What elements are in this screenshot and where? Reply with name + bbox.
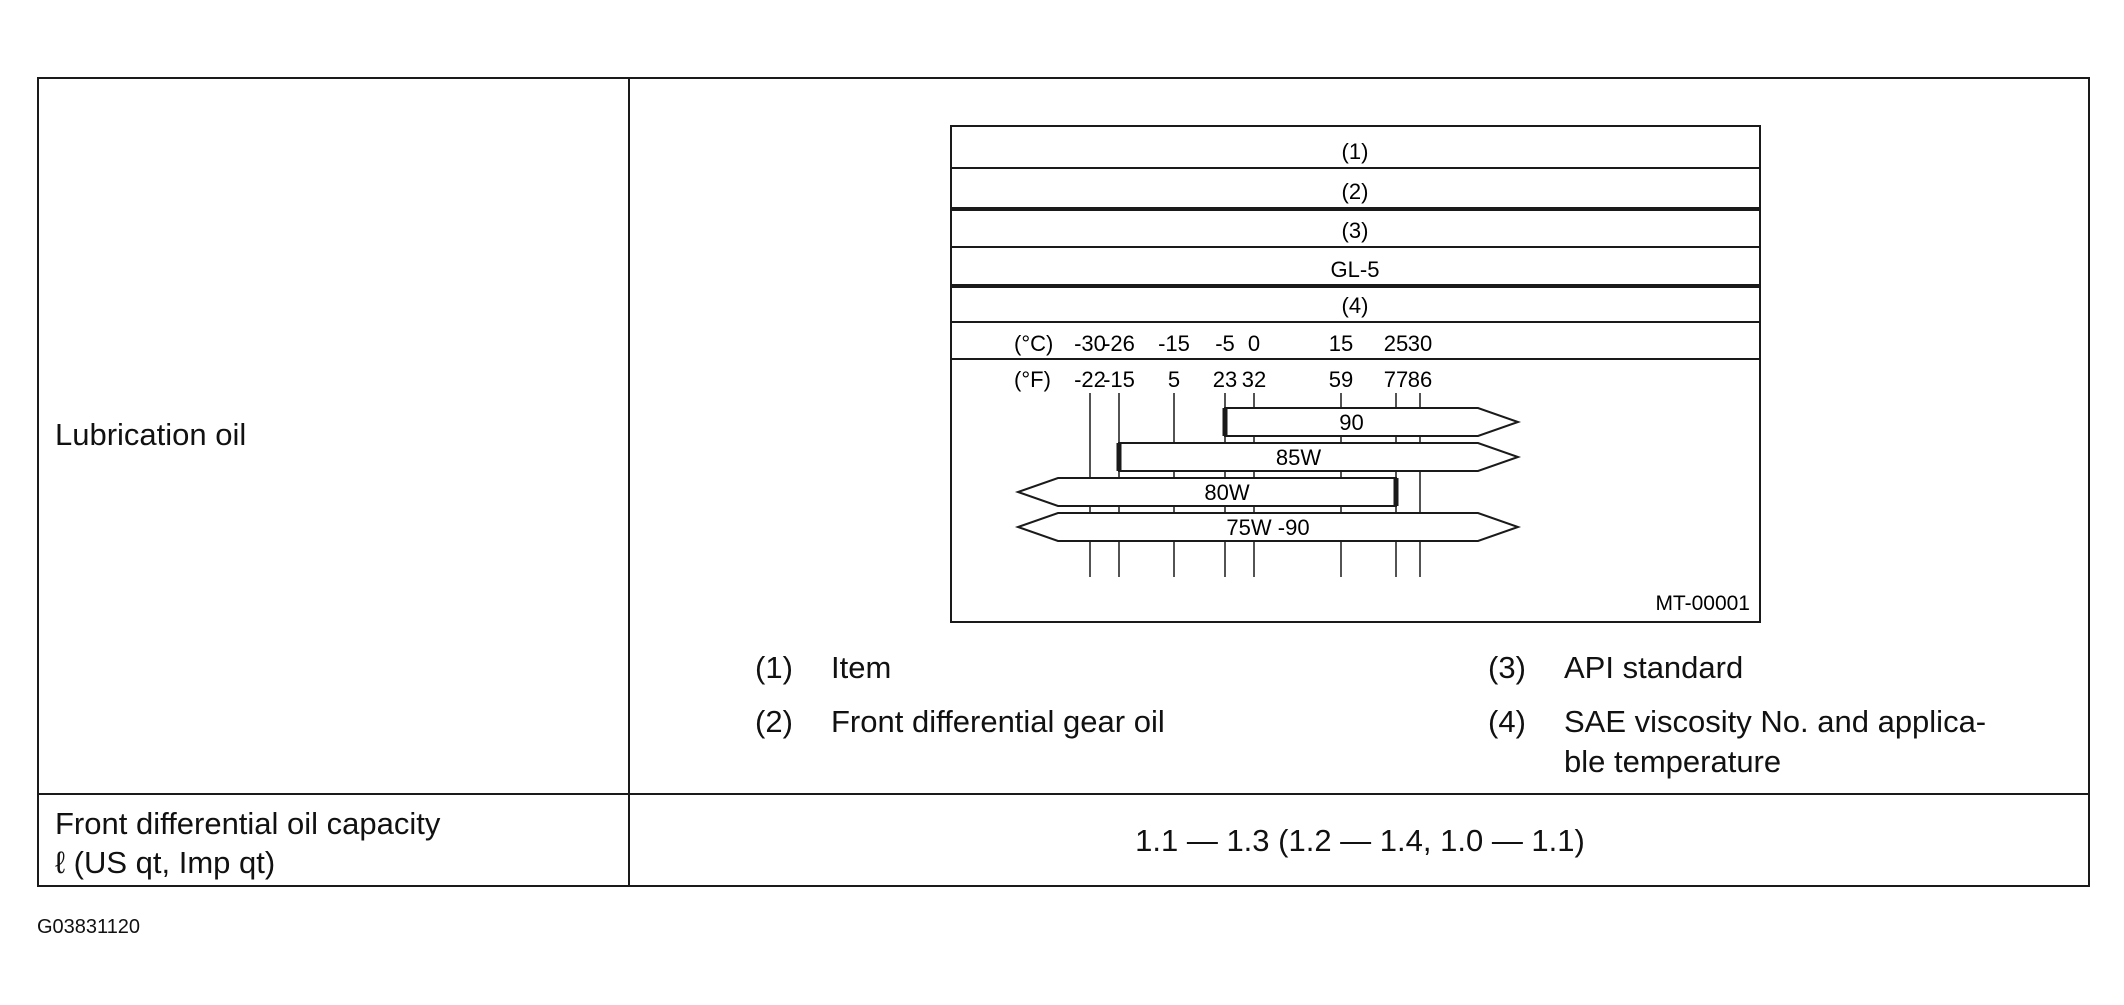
legend-number: (2) bbox=[755, 704, 793, 739]
column-divider bbox=[628, 79, 630, 885]
capacity-label-line2: ℓ (US qt, Imp qt) bbox=[55, 845, 276, 880]
footer-code: G03831120 bbox=[37, 916, 141, 938]
capacity-label-line1: Front differential oil capacity bbox=[55, 806, 441, 841]
celsius-tick-label: 0 bbox=[1248, 331, 1260, 356]
row-divider bbox=[39, 793, 2088, 795]
legend-number: (1) bbox=[755, 650, 793, 685]
celsius-tick-label: 15 bbox=[1329, 331, 1353, 356]
grade-label: 75W -90 bbox=[1226, 515, 1309, 540]
fahrenheit-unit: (°F) bbox=[1014, 367, 1051, 392]
capacity-label: Front differential oil capacity ℓ (US qt… bbox=[55, 804, 440, 882]
celsius-tick-label: -5 bbox=[1215, 331, 1235, 356]
capacity-value: 1.1 — 1.3 (1.2 — 1.4, 1.0 — 1.1) bbox=[1135, 823, 1585, 858]
celsius-tick-label: -30 bbox=[1074, 331, 1106, 356]
grade-label: 85W bbox=[1276, 445, 1321, 470]
spec-table: Lubrication oil Front differential oil c… bbox=[37, 77, 2090, 887]
lubrication-oil-label: Lubrication oil bbox=[55, 417, 247, 452]
celsius-tick-label: -15 bbox=[1158, 331, 1190, 356]
grade-label: 80W bbox=[1204, 480, 1249, 505]
grade-label: 90 bbox=[1339, 410, 1363, 435]
legend-text: Item bbox=[831, 650, 892, 685]
legend-text-line2: ble temperature bbox=[1564, 744, 1782, 779]
fahrenheit-tick-label: -15 bbox=[1103, 367, 1135, 392]
row-api-value: GL-5 bbox=[1331, 257, 1380, 282]
viscosity-grade-bars: 90 85W 80W 75W -90 bbox=[1014, 407, 1522, 542]
fahrenheit-tick-label: -22 bbox=[1074, 367, 1106, 392]
celsius-tick-label: -26 bbox=[1103, 331, 1135, 356]
legend-number: (4) bbox=[1488, 704, 1526, 739]
viscosity-chart: (1) (2) (3) GL-5 (4) (°C) (°F) -30 -22 -26… bbox=[950, 125, 1761, 623]
grade-bar bbox=[1224, 407, 1522, 437]
grade-bar bbox=[1014, 512, 1522, 542]
row-gear-oil-label: (2) bbox=[1342, 179, 1369, 204]
fahrenheit-tick-label: 23 bbox=[1213, 367, 1237, 392]
legend-text: API standard bbox=[1564, 650, 1744, 685]
legend-text: Front differential gear oil bbox=[831, 704, 1165, 739]
grade-bar bbox=[1014, 477, 1397, 507]
celsius-tick-label: 30 bbox=[1408, 331, 1432, 356]
figure-code: MT-00001 bbox=[1655, 592, 1750, 615]
row-api-label: (3) bbox=[1342, 218, 1369, 243]
fahrenheit-tick-label: 86 bbox=[1408, 367, 1432, 392]
celsius-tick-label: 25 bbox=[1384, 331, 1408, 356]
row-sae-label: (4) bbox=[1342, 293, 1369, 318]
legend-number: (3) bbox=[1488, 650, 1526, 685]
chart-frame bbox=[950, 125, 1761, 623]
celsius-unit: (°C) bbox=[1014, 331, 1053, 356]
fahrenheit-tick-label: 77 bbox=[1384, 367, 1408, 392]
row-item-label: (1) bbox=[1342, 139, 1369, 164]
legend-text-line1: SAE viscosity No. and applica- bbox=[1564, 704, 1987, 739]
fahrenheit-tick-label: 5 bbox=[1168, 367, 1180, 392]
fahrenheit-tick-label: 59 bbox=[1329, 367, 1353, 392]
fahrenheit-tick-label: 32 bbox=[1242, 367, 1266, 392]
